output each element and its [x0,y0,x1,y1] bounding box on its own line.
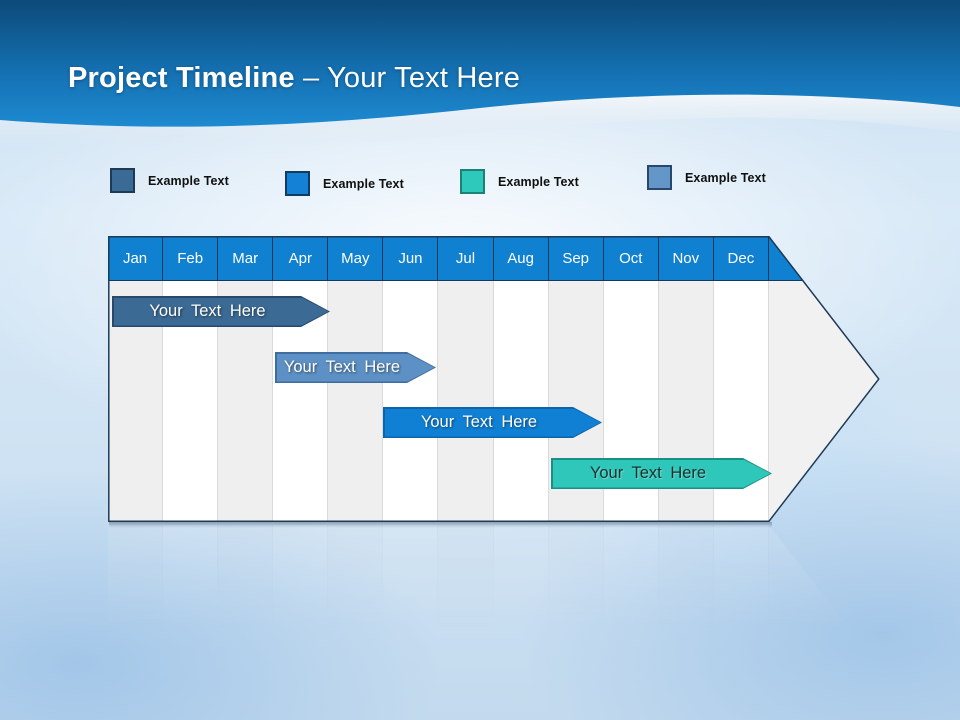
title-rest-text: – Your Text Here [294,62,521,94]
bar-label: Your Text Here [283,358,401,376]
timeline-bar-1: Your Text Here [112,296,330,327]
legend-swatch-icon [647,165,672,190]
legend-item-2: Example Text [285,171,404,196]
column-stripe [328,281,384,522]
month-cell-aug: Aug [494,236,549,280]
silver-wave-shape [0,94,960,150]
timeline-bar-fill: Your Text Here [385,409,601,437]
month-cell-sep: Sep [549,236,604,280]
legend-label: Example Text [498,174,579,189]
month-cell-may: May [328,236,384,280]
legend-label: Example Text [685,170,766,185]
column-stripe [383,281,439,522]
month-cell-mar: Mar [218,236,274,280]
month-cell-jul: Jul [438,236,494,280]
title-bold-text: Project Timeline [68,62,295,94]
timeline-reflection [108,525,880,720]
blue-wave-shape [0,0,960,127]
legend-swatch-icon [285,171,310,196]
month-cell-dec: Dec [714,236,769,280]
legend-swatch-icon [460,169,485,194]
month-cell-apr: Apr [273,236,329,280]
month-cell-jan: Jan [108,236,164,280]
legend-swatch-icon [110,168,135,193]
bar-label: Your Text Here [149,302,266,320]
legend-item-3: Example Text [460,169,579,194]
month-cell-jun: Jun [383,236,439,280]
timeline-bar-fill: Your Text Here [277,354,435,382]
timeline-shadow [109,522,772,528]
page-title: Project Timeline – Your Text Here [68,62,520,95]
legend-item-1: Example Text [110,168,229,193]
bar-label: Your Text Here [589,464,707,482]
month-cell-nov: Nov [659,236,714,280]
legend-item-4: Example Text [647,165,766,190]
timeline-bar-3: Your Text Here [383,407,602,438]
timeline-bar-fill: Your Text Here [114,298,329,326]
header-wave [0,0,960,150]
month-cell-feb: Feb [163,236,219,280]
timeline-bar-2: Your Text Here [275,352,436,383]
column-stripe [493,281,549,522]
legend-label: Example Text [148,173,229,188]
column-stripe [438,281,494,522]
month-cell-oct: Oct [604,236,659,280]
timeline-bar-4: Your Text Here [551,458,772,489]
timeline-bar-fill: Your Text Here [553,460,771,488]
bar-label: Your Text Here [420,413,538,431]
legend-label: Example Text [323,176,404,191]
